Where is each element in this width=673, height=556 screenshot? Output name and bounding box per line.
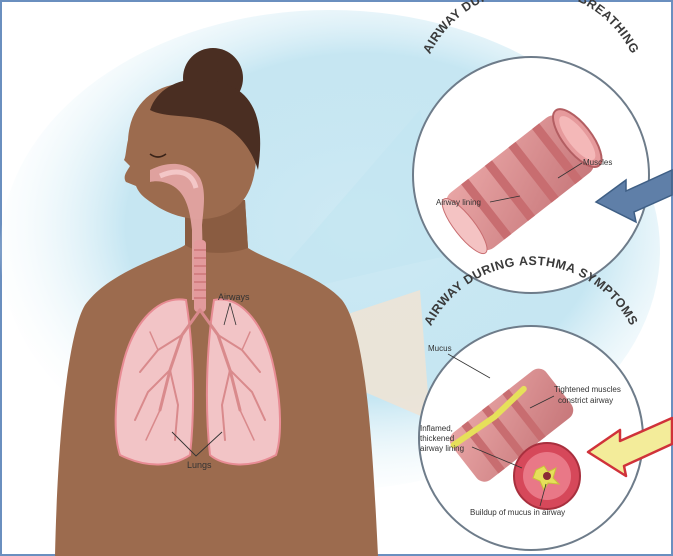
- airway-lining-label: Airway lining: [436, 198, 481, 207]
- inflamed-label-3: airway lining: [420, 444, 464, 453]
- trachea: [194, 240, 206, 312]
- airways-label: Airways: [218, 292, 250, 302]
- lungs-label: Lungs: [187, 460, 212, 470]
- inflamed-label-2: thickened: [420, 434, 454, 443]
- mucus-buildup-label: Buildup of mucus in airway: [470, 508, 565, 517]
- narrowed-lumen: [543, 472, 551, 480]
- muscles-label: Muscles: [583, 158, 612, 167]
- mucus-label: Mucus: [428, 344, 452, 353]
- tightened-label-1: Tightened muscles: [554, 385, 621, 394]
- tightened-label-2: constrict airway: [558, 396, 613, 405]
- inflamed-label-1: Inflamed,: [420, 424, 453, 433]
